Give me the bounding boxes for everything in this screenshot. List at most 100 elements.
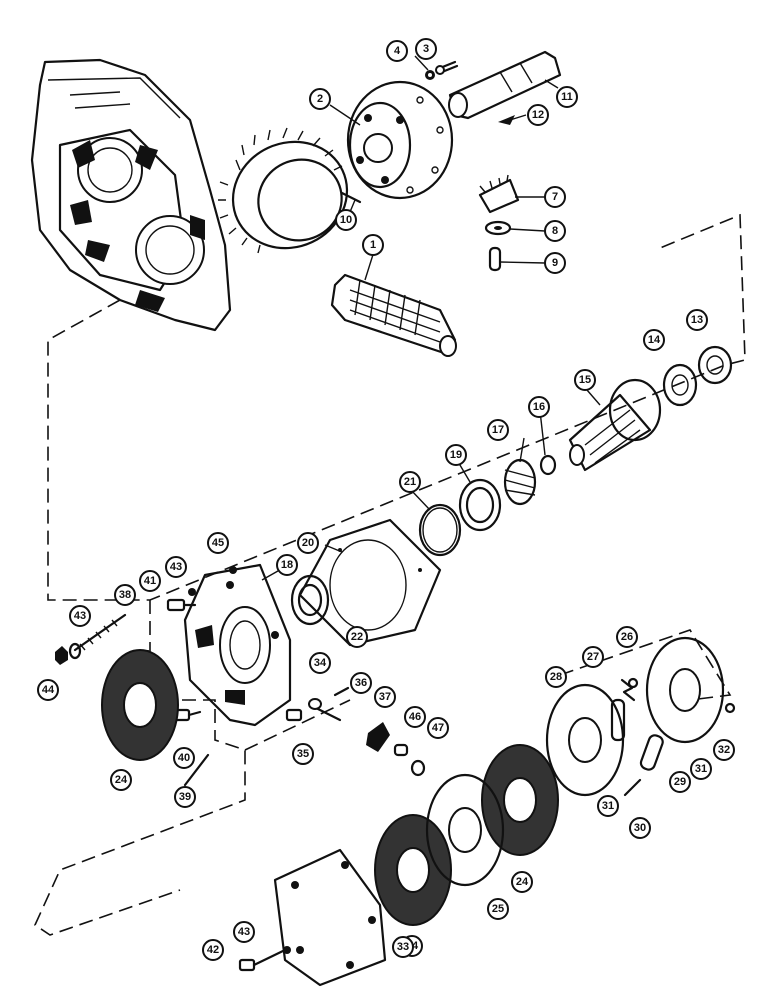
callout-16: 16 (528, 396, 550, 418)
svg-text:1: 1 (370, 239, 376, 251)
pinion-shaft (330, 273, 457, 357)
svg-text:37: 37 (379, 691, 391, 703)
callout-30: 30 (629, 817, 651, 839)
callout-38: 38 (114, 584, 136, 606)
svg-text:43: 43 (170, 561, 182, 573)
brake-disc-24-right (481, 744, 559, 856)
snap-ring-21 (418, 503, 462, 557)
bolt-35 (285, 708, 303, 722)
svg-text:19: 19 (450, 449, 462, 461)
boot-37 (366, 722, 390, 752)
svg-text:40: 40 (178, 752, 190, 764)
gear-shaft-15 (568, 378, 662, 472)
pin-10 (340, 191, 362, 204)
callout-37: 37 (374, 686, 396, 708)
svg-text:8: 8 (552, 225, 558, 237)
shim-13 (697, 345, 733, 385)
svg-text:3: 3 (423, 43, 429, 55)
washer-47 (410, 759, 426, 777)
callout-10: 10 (335, 209, 357, 231)
differential-carrier (346, 80, 454, 200)
callout-42: 42 (202, 939, 224, 961)
svg-text:7: 7 (552, 191, 558, 203)
svg-text:14: 14 (648, 334, 661, 346)
brake-disc-24-left (101, 649, 179, 761)
svg-text:33: 33 (397, 941, 409, 953)
washer-43-bottom (283, 946, 291, 954)
svg-text:38: 38 (119, 589, 131, 601)
svg-text:45: 45 (212, 537, 224, 549)
ring-gear (218, 127, 349, 254)
callout-18: 18 (276, 554, 298, 576)
svg-text:41: 41 (144, 575, 156, 587)
svg-text:31: 31 (695, 763, 707, 775)
bearing-17 (503, 458, 537, 506)
snap-ring-16 (539, 454, 557, 476)
callout-32: 32 (713, 739, 735, 761)
callout-1: 1 (362, 234, 384, 256)
washer-43-left (68, 642, 82, 660)
svg-text:32: 32 (718, 744, 730, 756)
svg-text:17: 17 (492, 424, 504, 436)
svg-text:15: 15 (579, 374, 591, 386)
stud-39 (183, 753, 210, 787)
callout-14: 14 (643, 329, 665, 351)
washer-8 (484, 220, 512, 236)
callout-29: 29 (669, 771, 691, 793)
callout-46: 46 (404, 706, 426, 728)
svg-text:42: 42 (207, 944, 219, 956)
callout-20: 20 (297, 532, 319, 554)
svg-text:35: 35 (297, 748, 309, 760)
svg-text:43: 43 (74, 610, 86, 622)
spring-27 (620, 678, 636, 702)
callout-4: 4 (386, 40, 408, 62)
cover-33 (273, 848, 387, 987)
callout-45: 45 (207, 532, 229, 554)
callout-43-left: 43 (69, 605, 91, 627)
link-29 (639, 734, 664, 771)
callout-24-right: 24 (511, 871, 533, 893)
bushing-46 (393, 743, 409, 757)
svg-text:16: 16 (533, 401, 545, 413)
transmission-housing (30, 58, 232, 332)
nut-44 (55, 646, 68, 665)
svg-text:47: 47 (432, 722, 444, 734)
svg-text:43: 43 (238, 926, 250, 938)
svg-text:9: 9 (552, 257, 558, 269)
svg-text:2: 2 (317, 93, 323, 105)
svg-text:4: 4 (394, 45, 401, 57)
washer-4 (425, 70, 435, 80)
callout-25: 25 (487, 898, 509, 920)
callout-labels: 1 2 3 4 7 8 9 10 11 12 13 14 15 16 17 18… (37, 38, 735, 961)
assembly-guide-lines (33, 213, 746, 936)
leader-lines (261, 55, 601, 581)
callout-31-front: 31 (597, 795, 619, 817)
callout-27: 27 (582, 646, 604, 668)
svg-text:39: 39 (179, 791, 191, 803)
callout-35: 35 (292, 743, 314, 765)
svg-text:21: 21 (404, 476, 416, 488)
svg-text:28: 28 (550, 671, 562, 683)
callout-47: 47 (427, 717, 449, 739)
stud-38 (73, 613, 127, 652)
svg-text:46: 46 (409, 711, 421, 723)
callout-41: 41 (139, 570, 161, 592)
callout-40: 40 (173, 747, 195, 769)
svg-text:34: 34 (314, 657, 327, 669)
key-12 (498, 115, 515, 125)
bolt-3 (435, 60, 459, 75)
svg-text:44: 44 (42, 684, 55, 696)
bolt-41 (166, 598, 197, 612)
pin-36 (333, 686, 350, 697)
nut-32 (724, 702, 736, 714)
callout-13: 13 (686, 309, 708, 331)
callout-34: 34 (309, 652, 331, 674)
clevis-34 (308, 698, 342, 722)
callout-39: 39 (174, 786, 196, 808)
callout-26: 26 (616, 626, 638, 648)
callout-15: 15 (574, 369, 596, 391)
shaft-11 (448, 50, 562, 120)
callout-12: 12 (527, 104, 549, 126)
callout-36: 36 (350, 672, 372, 694)
